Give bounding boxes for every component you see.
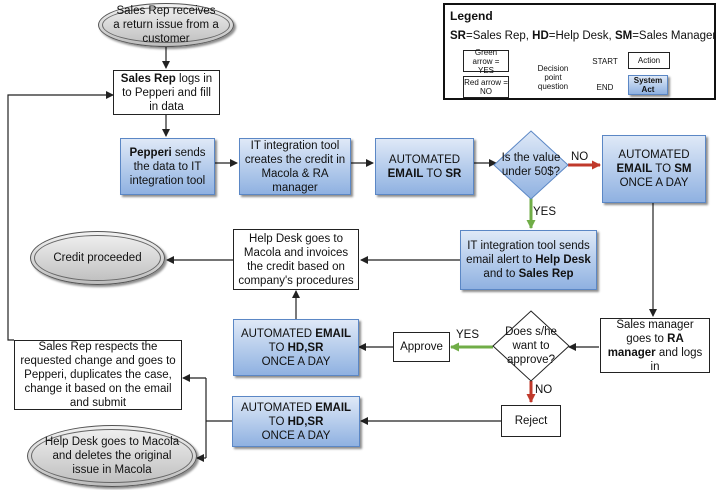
label-yes-1: YES — [533, 206, 557, 218]
decision-approve-diamond — [492, 310, 570, 382]
login-pepperi-node: Sales Rep logs in to Pepperi and fill in… — [113, 70, 220, 115]
legend-start-label: START — [592, 56, 618, 66]
sm-login-node: Sales manager goes to RA manager and log… — [600, 318, 710, 373]
reject-node: Reject — [501, 405, 561, 437]
legend: Legend SR=Sales Rep, HD=Help Desk, SM=Sa… — [443, 3, 716, 100]
legend-abbreviations: SR=Sales Rep, HD=Help Desk, SM=Sales Man… — [450, 30, 717, 42]
legend-end-label: END — [596, 82, 614, 92]
email-sr-node: AUTOMATED EMAIL TO SR — [375, 138, 474, 195]
sr-duplicate-node: Sales Rep respects the requested change … — [14, 340, 182, 410]
legend-title: Legend — [450, 9, 493, 23]
legend-decision-label: Decision point question — [537, 63, 569, 91]
hd-delete-node: Help Desk goes to Macola and deletes the… — [27, 425, 197, 487]
label-no-2: NO — [535, 384, 553, 396]
start-node: Sales Rep receives a return issue from a… — [98, 3, 234, 47]
approve-node: Approve — [393, 332, 450, 362]
legend-red-arrow-label: Red arrow = NO — [463, 76, 509, 98]
credit-proceeded-node: Credit proceeded — [30, 231, 165, 285]
decision-approve-text: Does s/he want to approve? — [505, 326, 557, 366]
legend-system-act-box: System Act — [628, 75, 668, 95]
legend-green-arrow-label: Green arrow = YES — [463, 48, 509, 75]
legend-action-box: Action — [628, 52, 670, 69]
label-no-1: NO — [571, 151, 589, 163]
it-alert-node: IT integration tool sends email alert to… — [460, 230, 597, 290]
decision-value-text: Is the value under 50$? — [501, 152, 561, 178]
label-yes-2: YES — [456, 329, 480, 341]
hd-invoice-node: Help Desk goes to Macola and invoices th… — [233, 229, 359, 290]
it-tool-credit-node: IT integration tool creates the credit i… — [239, 138, 351, 195]
arrow-loop-to-login — [7, 91, 114, 341]
pepperi-sends-node: Pepperi sends the data to IT integration… — [120, 138, 215, 195]
decision-value-diamond — [493, 130, 569, 200]
